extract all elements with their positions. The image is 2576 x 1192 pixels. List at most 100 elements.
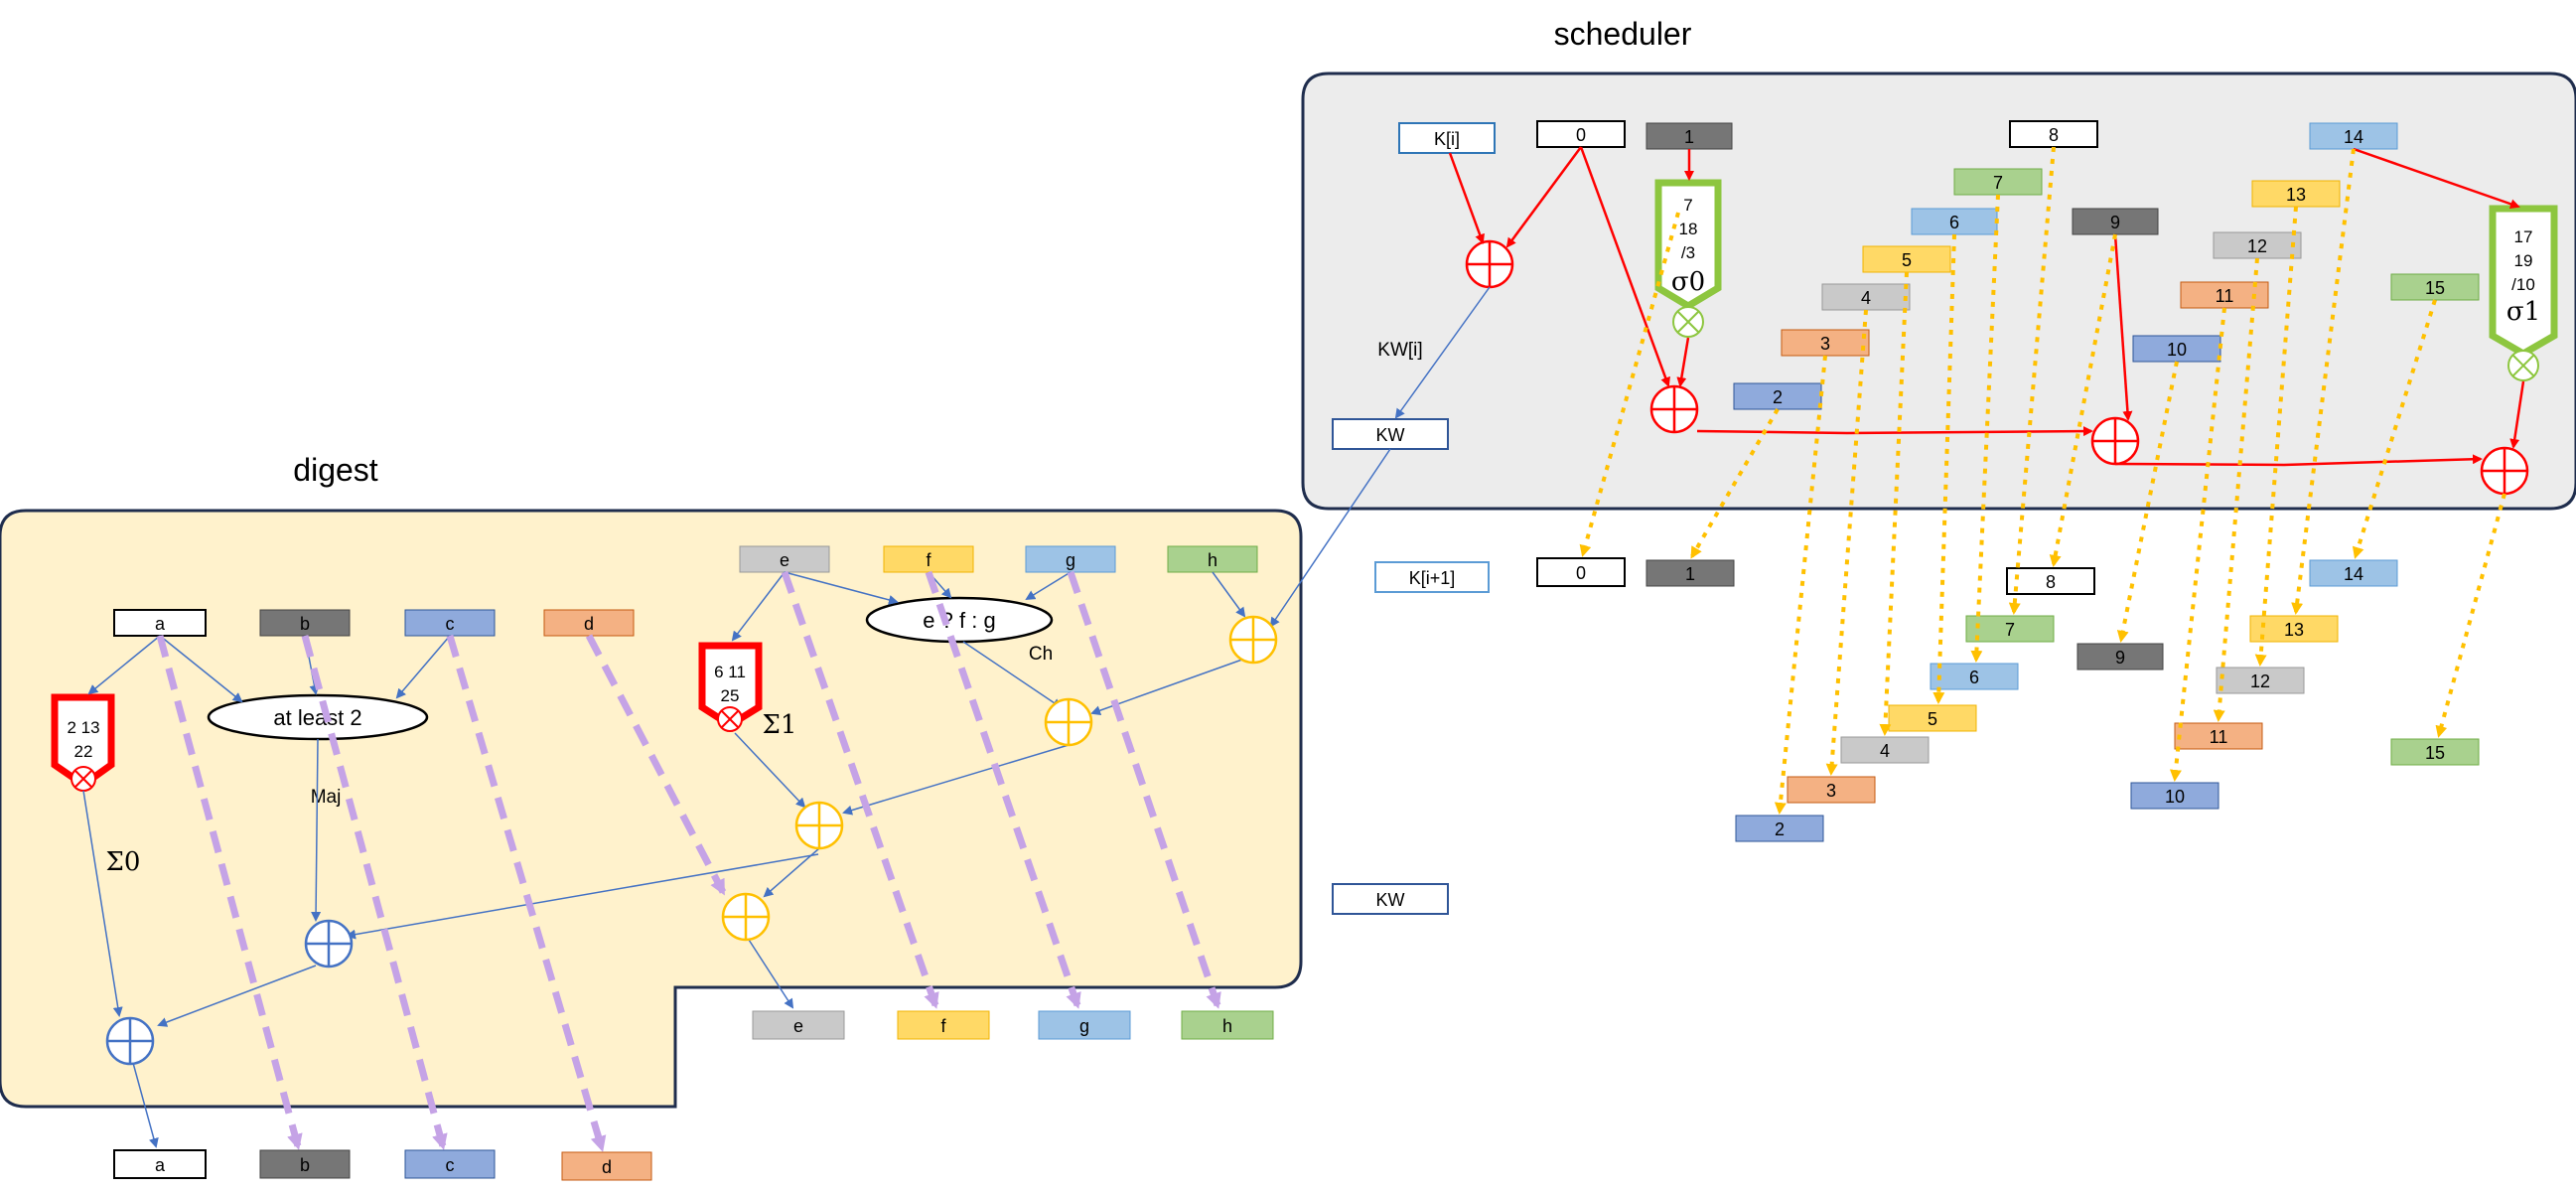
sigma1-xor-icon — [2507, 350, 2539, 381]
next-word-box-5 — [1888, 704, 1977, 732]
scheduler-title: scheduler — [1554, 16, 1692, 52]
ch-expr: e ? f : g — [923, 608, 995, 633]
sigma0-shield — [1654, 179, 1722, 311]
word-box-9 — [2072, 208, 2159, 235]
Sigma0-rot12: 2 13 — [67, 718, 99, 737]
word-box-7 — [1953, 168, 2043, 196]
word-box-2 — [1733, 382, 1822, 410]
input-label-a: a — [155, 614, 166, 634]
output-label-h: h — [1222, 1016, 1232, 1036]
output-label-e: e — [793, 1016, 803, 1036]
scheduler-red-arrows — [1448, 146, 2525, 467]
add-icon-ch — [1044, 697, 1093, 747]
next-word-label-13: 13 — [2284, 620, 2304, 640]
sigma0-name: σ0 — [1671, 267, 1705, 297]
word-label-11: 11 — [2216, 286, 2234, 306]
output-box-f — [897, 1010, 990, 1040]
sigma1-rot1: 17 — [2514, 227, 2533, 246]
output-box-d — [561, 1151, 652, 1181]
sigma1-shift: /10 — [2511, 275, 2535, 294]
next-word-label-14: 14 — [2344, 564, 2363, 584]
ch-label: Ch — [1029, 644, 1053, 665]
input-label-h: h — [1208, 550, 1217, 570]
Sigma0-xor-icon — [71, 766, 96, 792]
Sigma1-rot1: 6 — [714, 663, 723, 681]
output-box-c — [404, 1149, 496, 1179]
k-next-label: K[i+1] — [1409, 568, 1456, 588]
kw-i-label: KW[i] — [1377, 340, 1422, 361]
sigma0-rot1: 7 — [1683, 196, 1692, 215]
add-icon-sigma1 — [794, 801, 844, 850]
word-label-8: 8 — [2049, 125, 2059, 145]
word-label-7: 7 — [1993, 173, 2003, 193]
input-box-c — [404, 609, 496, 637]
next-word-label-5: 5 — [1928, 709, 1937, 729]
sigma0-shift: /3 — [1681, 243, 1695, 262]
next-word-label-11: 11 — [2210, 727, 2228, 747]
input-label-g: g — [1066, 550, 1075, 570]
Sigma1-rot12: 6 11 — [714, 663, 746, 681]
next-word-label-12: 12 — [2250, 671, 2270, 691]
Sigma1-name: Σ1 — [763, 710, 797, 740]
sigma1-rot2: 19 — [2514, 251, 2533, 270]
add-icon-s9 — [2090, 416, 2140, 466]
output-label-a: a — [155, 1155, 166, 1175]
sigma0-xor-icon — [1672, 306, 1704, 338]
next-word-box-1 — [1646, 559, 1735, 587]
next-word-label-6: 6 — [1969, 668, 1979, 687]
input-box-d — [543, 609, 635, 637]
Sigma0-rot3: 22 — [74, 742, 93, 761]
next-word-box-11 — [2174, 722, 2263, 750]
word-box-3 — [1781, 329, 1870, 357]
scheduler-blue-arrows — [1269, 286, 1491, 628]
word-label-3: 3 — [1820, 334, 1830, 354]
input-box-f — [883, 545, 974, 573]
word-label-0: 0 — [1576, 125, 1586, 145]
output-label-f: f — [940, 1016, 946, 1036]
k-i-box — [1398, 122, 1496, 154]
word-label-9: 9 — [2110, 213, 2120, 232]
next-word-label-8: 8 — [2046, 572, 2056, 592]
output-label-g: g — [1079, 1016, 1089, 1036]
word-label-14: 14 — [2344, 127, 2363, 147]
maj-expr: at least 2 — [273, 705, 361, 730]
next-word-box-14 — [2309, 559, 2398, 587]
maj-label: Maj — [311, 787, 342, 808]
word-label-6: 6 — [1949, 213, 1959, 232]
Sigma0-rot1: 2 — [67, 718, 75, 737]
add-icon-s1 — [2480, 446, 2529, 496]
input-label-e: e — [780, 550, 789, 570]
word-label-4: 4 — [1861, 288, 1871, 308]
input-box-b — [259, 609, 351, 637]
word-box-15 — [2390, 273, 2480, 301]
next-word-box-0 — [1536, 557, 1626, 587]
word-label-12: 12 — [2247, 236, 2267, 256]
word-label-2: 2 — [1773, 387, 1783, 407]
word-box-5 — [1862, 245, 1951, 273]
next-word-label-4: 4 — [1880, 741, 1890, 761]
input-label-b: b — [300, 614, 310, 634]
output-box-b — [259, 1149, 351, 1179]
output-box-e — [752, 1010, 845, 1040]
next-word-box-7 — [1965, 615, 2055, 643]
Sigma0-shield — [51, 693, 115, 790]
output-box-g — [1038, 1010, 1131, 1040]
word-label-10: 10 — [2167, 340, 2187, 360]
word-box-10 — [2132, 335, 2221, 363]
input-label-c: c — [446, 614, 455, 634]
kw-box-standalone — [1332, 883, 1449, 915]
word-label-1: 1 — [1684, 127, 1694, 147]
next-word-box-2 — [1735, 815, 1824, 842]
add-icon-s0 — [1649, 384, 1699, 434]
input-box-e — [739, 545, 830, 573]
input-box-g — [1025, 545, 1116, 573]
kw-box-scheduler-label: KW — [1376, 425, 1405, 445]
Sigma1-shield — [698, 642, 763, 730]
ch-ellipse — [865, 596, 1054, 644]
word-box-12 — [2213, 231, 2302, 259]
next-word-label-3: 3 — [1826, 781, 1836, 801]
next-word-box-12 — [2216, 667, 2305, 694]
add-icon-sigma0 — [105, 1016, 155, 1066]
output-label-b: b — [300, 1155, 310, 1175]
